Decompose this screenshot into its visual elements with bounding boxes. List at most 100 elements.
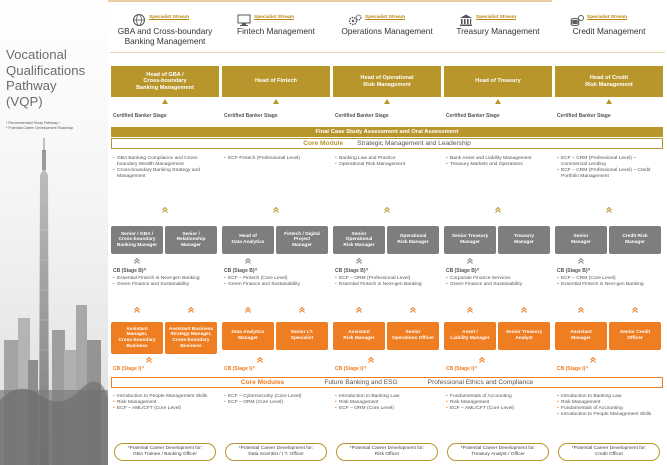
junior-role-line: Manager, [126,332,148,338]
career-note-line: Credit Officer [594,452,624,457]
course-item: Cross-boundary Banking Strategy and Mana… [113,168,217,180]
core-module-label: Core Module [303,140,344,147]
junior-role-line: Analyst [515,336,533,341]
course-item: ECF – CRM (Core Level) [557,276,661,282]
arrow-up-icon [368,357,374,363]
stage-i-course-list: ECF – Cybersecurity (Core Level)ECF – OR… [224,394,328,406]
coins-icon [570,15,584,26]
junior-role-box: Senior I.T.Specialist [276,322,328,350]
course-item: Introduction to People Management Skills [557,412,661,418]
left-panel: Vocational Qualifications Pathway (VQP) … [0,0,108,465]
senior-role-line: Senior Treasury [451,234,489,240]
legend-study-pathway: * Recommended Study Pathway / [6,121,60,125]
stage-i-course-list: Introduction to Banking LawRisk Manageme… [557,394,661,418]
junior-role-line: Risk Manager [343,336,375,341]
arrow-up-icon [632,307,638,313]
arrow-up-icon [479,357,485,363]
arrow-up-icon [606,99,612,104]
junior-role-line: Specialist [290,336,314,341]
certified-course-list: GBA Banking Compliance and Cross-boundar… [113,156,217,180]
certified-banker-stage-label: Certified Banker Stage [446,113,500,119]
certified-banker-stage-label: Certified Banker Stage [113,113,167,119]
senior-role-line: Manager [292,242,312,248]
arrow-up-icon [590,357,596,363]
career-note-line: *Potential Career Development for: [349,446,425,452]
senior-role-line: Project [293,237,311,243]
head-role-line: Head of GBA / [146,71,184,78]
bank-icon [460,14,472,26]
core-modules-topic: Future Banking and ESG [324,379,398,386]
career-development-note: *Potential Career Development for:Credit… [558,443,660,461]
arrow-up-icon [245,258,251,264]
course-item: Green Finance and Sustainability [446,282,550,288]
career-development-note: *Potential Career Development for:GBA Tr… [114,443,216,461]
junior-role-line: Assistant [126,326,148,332]
cb-stage-i-label: CB (Stage I)^ [446,366,478,372]
head-role-line: Head of Operational [360,74,414,81]
senior-role-line: Credit Risk [622,234,648,240]
course-item: ECF – ORM (Professional Level) [335,276,439,282]
junior-role-line: Assistant [570,330,592,336]
course-item: Corporate Finance Services [446,276,550,282]
course-item: Green Finance and Sustainability [224,282,328,288]
course-item: ECF – ORM (Core Level) [224,400,328,406]
final-assessment-bar: Final Case Study Assessment and Oral Ass… [111,127,663,137]
arrow-up-icon [521,307,527,313]
course-item: ECF – CRM (Professional Level) – Credit … [557,168,661,180]
stream-name-line: Banking Management [124,35,206,46]
arrow-up-icon [134,307,140,313]
stream-label: Specialist Stream [149,15,189,20]
cb-stage-b-label: CB (Stage B)^ [224,268,258,274]
course-item: Green Finance and Sustainability [113,282,217,288]
course-item: Treasury Markets and Operations [446,162,550,168]
career-development-note: *Potential Career Development for:Treasu… [447,443,549,461]
certified-course-list: ECF-Fintech (Professional Level) [224,156,328,162]
junior-role-line: Operations Officer [391,336,435,341]
career-note-line: *Potential Career Development for: [238,446,314,452]
stream-name-line: Credit Management [572,26,646,36]
stream-name: Credit Management [555,26,663,37]
stage-b-course-list: Essential Fintech in Next-gen BankingGre… [113,276,217,288]
stream-name-line: GBA and Cross-boundary [117,26,213,36]
monitor-icon [237,14,251,26]
stage-b-course-list: ECF – CRM (Core Level)Essential Fintech … [557,276,661,288]
cb-stage-i-label: CB (Stage I)^ [113,366,145,372]
junior-role-line: Business [180,343,202,349]
course-item: ECF – AML/CFT (Core Level) [446,406,550,412]
career-note-line: GBA Trainee / Banking Officer [133,452,197,457]
stream-label: Specialist Stream [476,15,516,20]
core-modules-topic: Professional Ethics and Compliance [427,379,534,386]
junior-role-line: Strategy Manager, [170,332,212,338]
senior-role-line: Banking Manager [117,242,157,248]
certified-banker-stage-label: Certified Banker Stage [557,113,611,119]
course-item: Introduction to People Management Skills [113,394,217,400]
page-title: Vocational Qualifications Pathway (VQP) [6,47,106,109]
arrow-up-icon [245,307,251,313]
senior-role-line: Data Analytics [231,240,265,245]
junior-role-box: Asset /Liability Manager [444,322,496,350]
arrow-up-icon [134,258,140,264]
junior-role-line: Cross-boundary [172,338,210,343]
junior-role-line: Senior I.T. [290,330,314,336]
course-item: ECF – ORM (Core Level) [335,406,439,412]
course-item: Risk Management [557,400,661,406]
junior-role-line: Senior [405,330,421,336]
stage-b-course-list: ECF – ORM (Professional Level)Essential … [335,276,439,288]
career-note-line: Data Scientist / I.T. Officer [248,452,304,457]
course-item: ECF – AML/CFT (Core Level) [113,406,217,412]
senior-role-line: Risk Manager [343,242,375,248]
course-item: GBA Banking Compliance and Cross-boundar… [113,156,217,168]
arrow-up-icon [495,99,501,104]
course-item: Risk Management [335,400,439,406]
senior-role-line: Manager [181,242,201,248]
arrow-up-icon [578,258,584,264]
senior-role-line: Cross-boundary [118,237,156,243]
